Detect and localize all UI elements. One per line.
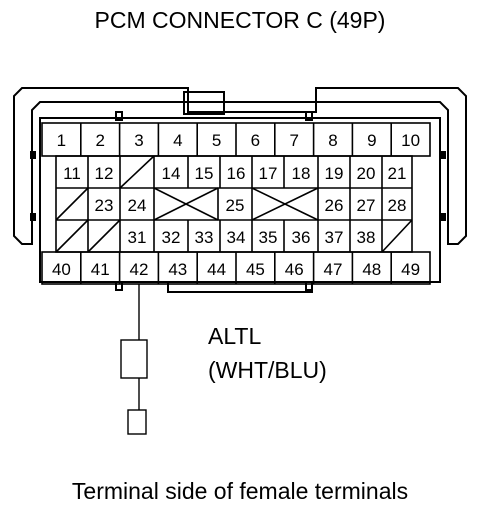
terminal-26: 26 [325,196,344,215]
terminal-1: 1 [57,131,66,150]
right-latch-mark [440,213,446,221]
terminal-24: 24 [128,196,147,215]
terminal-6: 6 [251,131,260,150]
terminal-21: 21 [388,164,407,183]
terminal-49: 49 [401,260,420,279]
terminal-46: 46 [285,260,304,279]
terminal-rows-middle [55,155,413,253]
terminal-14: 14 [162,164,181,183]
left-latch-mark [30,151,36,159]
terminal-20: 20 [357,164,376,183]
terminal-3: 3 [134,131,143,150]
terminal-41: 41 [91,260,110,279]
terminal-42: 42 [130,260,149,279]
terminal-row-5 [41,251,431,285]
probe-connector-body [120,339,148,379]
terminal-11: 11 [63,164,81,183]
callout-wire-color: (WHT/BLU) [208,357,327,383]
terminal-28: 28 [388,196,407,215]
diagram-title: PCM CONNECTOR C (49P) [95,7,386,33]
terminal-16: 16 [227,164,246,183]
terminal-27: 27 [357,196,376,215]
probe-lead [120,284,148,435]
terminal-18: 18 [292,164,311,183]
terminal-2: 2 [95,131,104,150]
terminal-4: 4 [173,131,182,150]
probe-tip [127,409,147,435]
terminal-7: 7 [289,131,298,150]
terminal-34: 34 [227,228,246,247]
terminal-48: 48 [362,260,381,279]
locking-tab [183,91,225,115]
terminal-23: 23 [95,196,114,215]
terminal-17: 17 [259,164,278,183]
right-latch-mark [440,151,446,159]
terminal-8: 8 [328,131,337,150]
terminal-19: 19 [325,164,344,183]
terminal-12: 12 [95,164,114,183]
terminal-47: 47 [324,260,343,279]
terminal-5: 5 [212,131,221,150]
terminal-32: 32 [162,228,181,247]
terminal-38: 38 [357,228,376,247]
terminal-37: 37 [325,228,344,247]
connector-housing [13,87,467,293]
terminal-35: 35 [259,228,278,247]
terminal-43: 43 [168,260,187,279]
callout-wire-name: ALTL [208,323,261,349]
terminal-45: 45 [246,260,265,279]
terminal-31: 31 [128,228,147,247]
terminal-33: 33 [195,228,214,247]
terminal-36: 36 [292,228,311,247]
terminal-10: 10 [401,131,420,150]
left-latch-mark [30,213,36,221]
terminal-9: 9 [367,131,376,150]
diagram-footer: Terminal side of female terminals [72,478,408,504]
terminal-25: 25 [226,196,245,215]
terminal-44: 44 [207,260,226,279]
terminal-40: 40 [52,260,71,279]
terminal-15: 15 [195,164,214,183]
